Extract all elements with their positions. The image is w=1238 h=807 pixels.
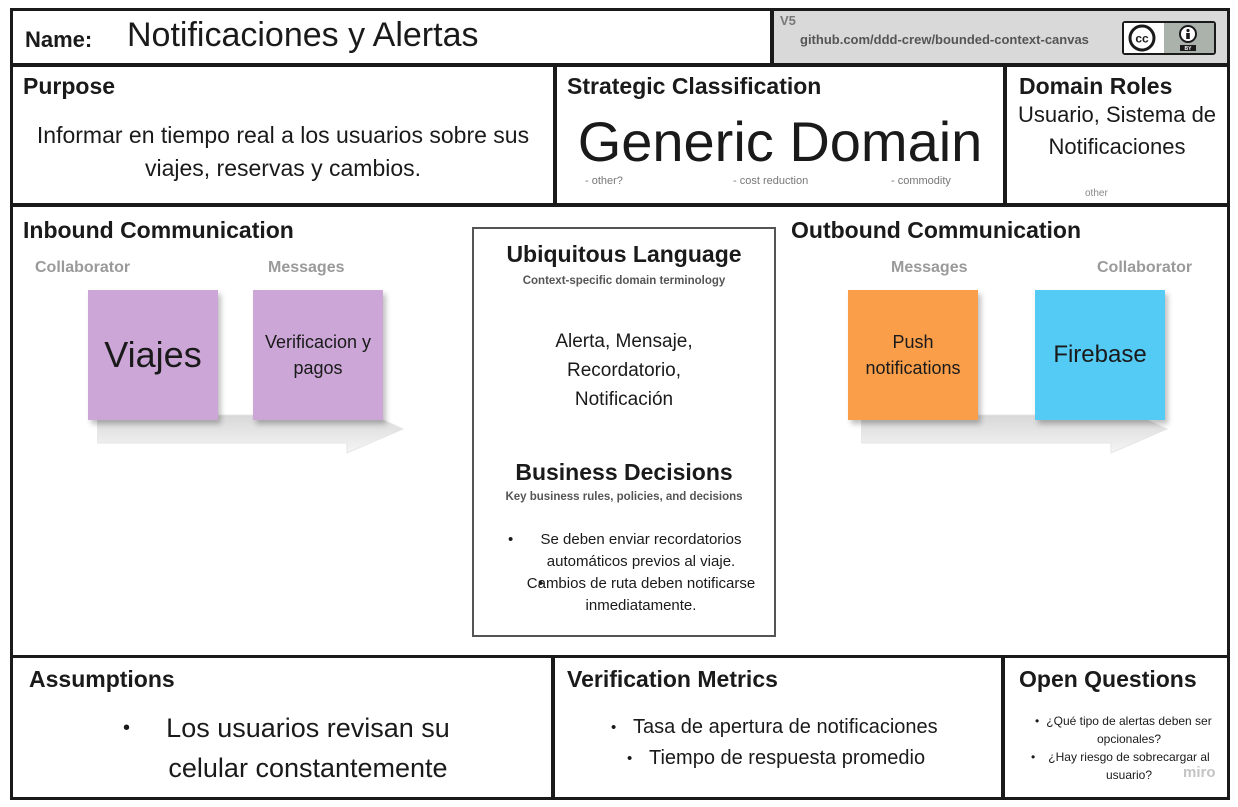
outbound-message-sticky[interactable]: Push notifications: [848, 290, 978, 420]
context-name[interactable]: Notificaciones y Alertas: [127, 16, 479, 54]
ubiquitous-terms[interactable]: Alerta, Mensaje, Recordatorio, Notificac…: [474, 327, 774, 414]
purpose-section: Purpose Informar en tiempo real a los us…: [10, 64, 556, 206]
term-line: Alerta, Mensaje,: [555, 331, 693, 352]
github-link[interactable]: github.com/ddd-crew/bounded-context-canv…: [800, 32, 1089, 47]
ubiquitous-language-box: Ubiquitous Language Context-specific dom…: [472, 227, 776, 637]
inbound-collaborator-label: Collaborator: [35, 259, 131, 276]
list-item: • ¿Hay riesgo de sobrecargar al usuario?: [1031, 750, 1210, 782]
hint-cost-reduction: - cost reduction: [733, 175, 809, 187]
list-item: • Tasa de apertura de notificaciones: [611, 716, 938, 738]
inbound-message-text: Verificacion y pagos: [264, 332, 372, 378]
inbound-collaborator-sticky[interactable]: Viajes: [88, 290, 218, 420]
strategic-title: Strategic Classification: [567, 73, 822, 99]
metrics-list[interactable]: • Tasa de apertura de notificaciones • T…: [611, 712, 991, 774]
name-section: Name: Notificaciones y Alertas: [10, 8, 773, 66]
roles-text[interactable]: Usuario, Sistema de Notificaciones: [1017, 102, 1217, 159]
questions-list[interactable]: • ¿Qué tipo de alertas deben ser opciona…: [1031, 712, 1227, 784]
question-text: ¿Qué tipo de alertas deben ser opcionale…: [1046, 714, 1212, 746]
list-item: • Se deben enviar recordatorios automáti…: [508, 531, 742, 570]
term-line: Recordatorio,: [566, 360, 682, 381]
outbound-messages-label: Messages: [891, 259, 968, 276]
svg-text:BY: BY: [1185, 46, 1193, 52]
assumptions-list[interactable]: • Los usuarios revisan su celular consta…: [123, 708, 493, 788]
outbound-collaborator-text: Firebase: [1053, 341, 1147, 368]
strategic-classification-section: Strategic Classification Generic Domain …: [554, 64, 1006, 206]
ubiquitous-title: Ubiquitous Language: [506, 241, 742, 267]
assumption-text: Los usuarios revisan su celular constant…: [166, 713, 450, 783]
roles-title: Domain Roles: [1019, 73, 1173, 99]
miro-watermark: miro: [1183, 764, 1216, 781]
outbound-collaborator-sticky[interactable]: Firebase: [1035, 290, 1165, 420]
outbound-title: Outbound Communication: [791, 217, 1082, 243]
inbound-messages-label: Messages: [268, 259, 345, 276]
business-subtitle: Key business rules, policies, and decisi…: [505, 491, 743, 503]
list-item: • Cambios de ruta deben notificarse inme…: [526, 575, 756, 614]
question-text: ¿Hay riesgo de sobrecargar al usuario?: [1048, 750, 1210, 782]
inbound-collaborator-text: Viajes: [104, 334, 202, 375]
business-title: Business Decisions: [515, 459, 733, 485]
roles-ghost-text: other: [1085, 188, 1108, 199]
hint-other: - other?: [585, 175, 623, 187]
inbound-message-sticky[interactable]: Verificacion y pagos: [253, 290, 383, 420]
communication-section: Inbound Communication Collaborator Messa…: [10, 204, 1230, 658]
inbound-title: Inbound Communication: [23, 217, 294, 243]
outbound-message-text: Push notifications: [865, 332, 961, 378]
version-label: V5: [780, 13, 796, 28]
list-item: • ¿Qué tipo de alertas deben ser opciona…: [1035, 714, 1212, 746]
list-item: • Tiempo de respuesta promedio: [627, 747, 926, 769]
name-label: Name:: [25, 27, 93, 52]
purpose-text[interactable]: Informar en tiempo real a los usuarios s…: [36, 122, 530, 181]
open-questions-section: Open Questions • ¿Qué tipo de alertas de…: [1002, 655, 1230, 800]
purpose-title: Purpose: [23, 73, 116, 99]
term-line: Notificación: [574, 389, 674, 410]
business-item-text: Se deben enviar recordatorios automático…: [540, 531, 742, 570]
strategic-value[interactable]: Generic Domain: [577, 110, 983, 173]
creative-commons-by-icon: cc BY: [1122, 21, 1216, 55]
metric-text: Tiempo de respuesta promedio: [649, 747, 926, 769]
assumptions-title: Assumptions: [29, 666, 175, 692]
list-item: • Los usuarios revisan su celular consta…: [123, 713, 450, 783]
assumptions-section: Assumptions • Los usuarios revisan su ce…: [10, 655, 554, 800]
hint-commodity: - commodity: [891, 175, 951, 187]
outbound-collaborator-label: Collaborator: [1097, 259, 1193, 276]
business-list[interactable]: • Se deben enviar recordatorios automáti…: [508, 529, 774, 617]
canvas-meta: V5 github.com/ddd-crew/bounded-context-c…: [771, 8, 1230, 66]
metrics-title: Verification Metrics: [567, 666, 778, 692]
domain-roles-section: Domain Roles other Usuario, Sistema de N…: [1004, 64, 1230, 206]
verification-metrics-section: Verification Metrics • Tasa de apertura …: [552, 655, 1004, 800]
ubiquitous-subtitle: Context-specific domain terminology: [522, 275, 726, 287]
svg-text:cc: cc: [1135, 32, 1149, 46]
business-item-text: Cambios de ruta deben notificarse inmedi…: [526, 575, 756, 614]
metric-text: Tasa de apertura de notificaciones: [633, 716, 938, 738]
questions-title: Open Questions: [1019, 666, 1197, 692]
